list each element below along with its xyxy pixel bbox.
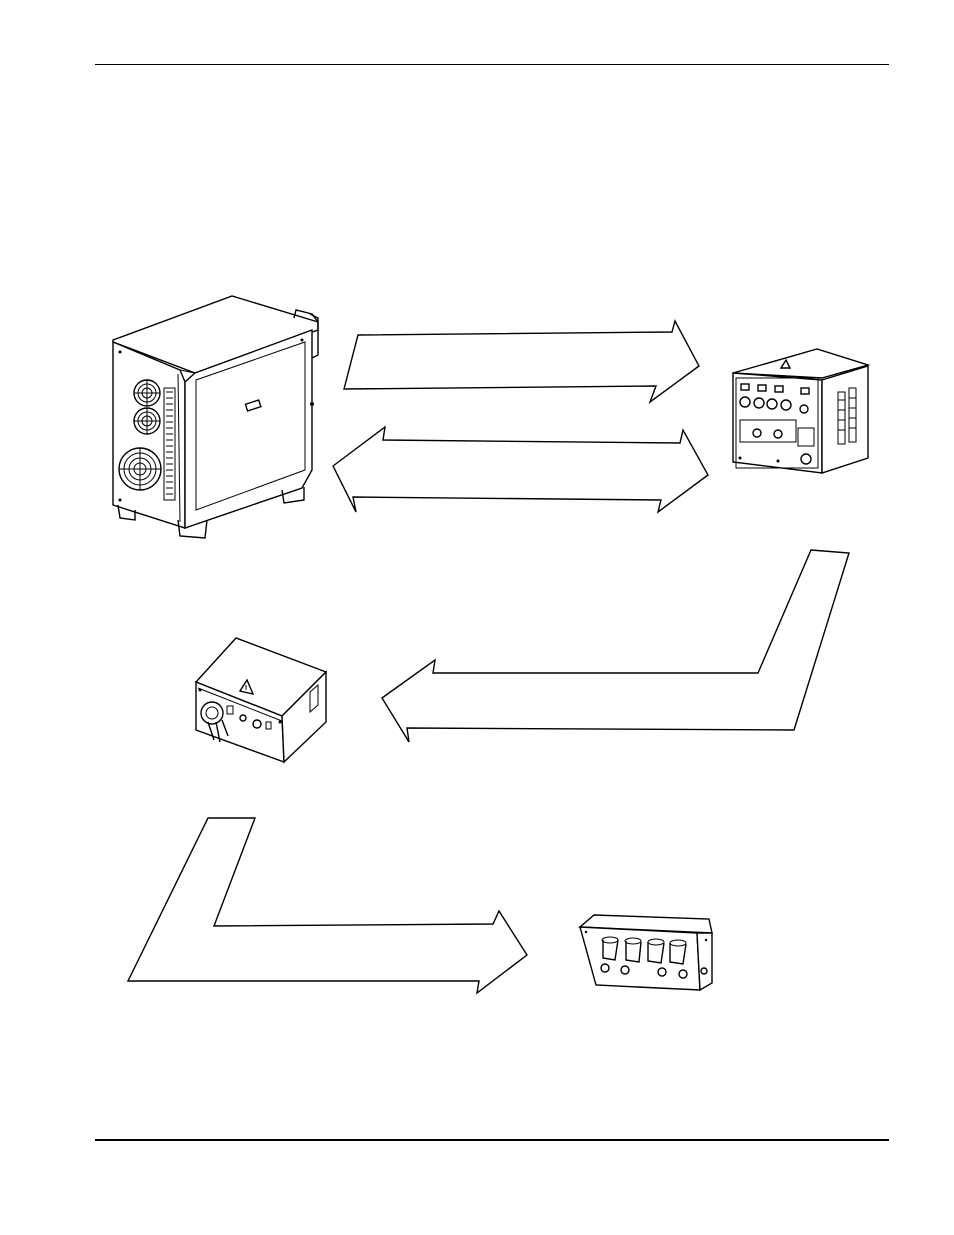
gas-console-icon bbox=[732, 348, 871, 474]
footer-rule bbox=[95, 1139, 889, 1141]
elbow-arrow-left-icon bbox=[381, 549, 850, 743]
power-supply-unit-icon bbox=[112, 295, 319, 539]
vent-grille-icon bbox=[163, 387, 176, 501]
double-arrow-icon bbox=[332, 425, 709, 514]
fan-icon bbox=[118, 447, 162, 491]
fan-icon bbox=[133, 379, 161, 407]
arrow-right-icon bbox=[343, 319, 700, 404]
gas-manifold-icon bbox=[578, 914, 713, 992]
header-rule bbox=[95, 64, 889, 65]
fan-icon bbox=[133, 407, 161, 435]
ignition-console-icon bbox=[194, 637, 328, 764]
elbow-arrow-right-icon bbox=[126, 817, 528, 995]
